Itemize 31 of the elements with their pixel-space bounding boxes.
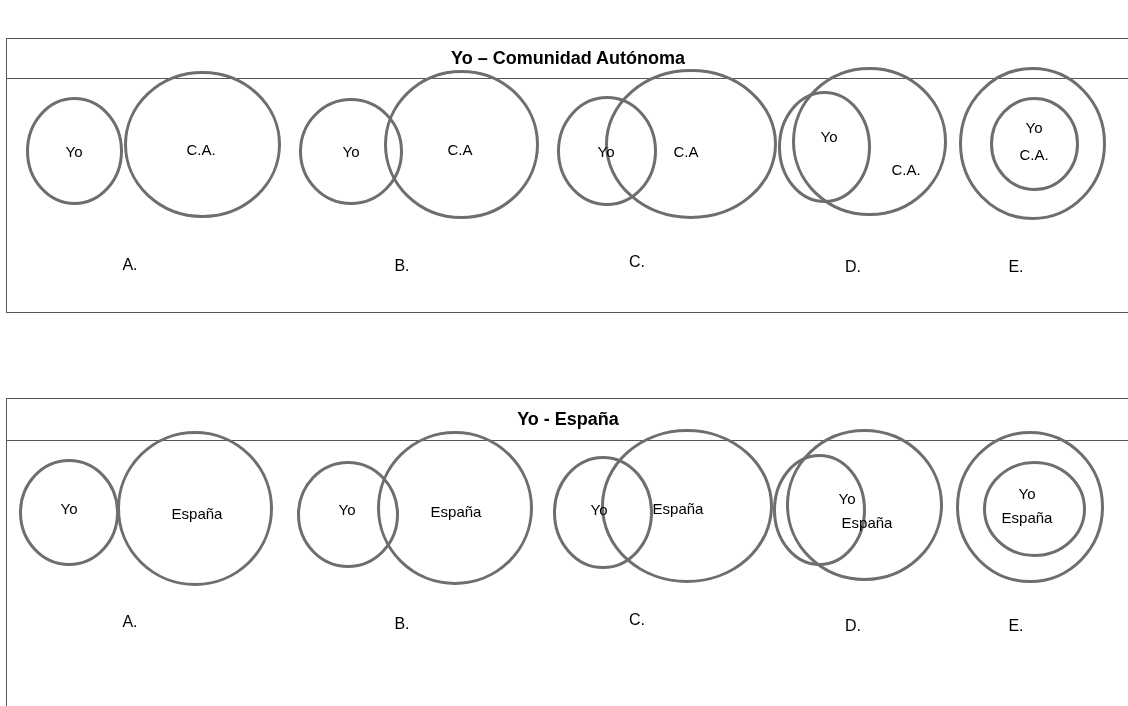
panel <box>6 398 1128 706</box>
option-letter: B. <box>394 257 410 275</box>
circle-label: Yo <box>342 142 360 160</box>
circle-label: España <box>171 504 223 522</box>
panel-title: Yo - España <box>7 399 1128 441</box>
circle-label: C.A <box>673 142 699 160</box>
circle-label: Yo <box>820 127 838 145</box>
option-letter: E. <box>1008 258 1024 276</box>
circle-label: C.A <box>447 140 473 158</box>
circle-label: C.A. <box>891 160 921 178</box>
option-letter: C. <box>629 611 645 629</box>
option-letter: D. <box>845 258 861 276</box>
circle-label: Yo <box>60 499 78 517</box>
option-letter: E. <box>1008 617 1024 635</box>
circle-label: España <box>652 499 704 517</box>
circle-label: C.A. <box>186 140 216 158</box>
circle-label: C.A. <box>1019 145 1049 163</box>
circle-label: Yo <box>338 500 356 518</box>
panel <box>6 38 1128 313</box>
option-letter: D. <box>845 617 861 635</box>
circle-label: Yo <box>1025 118 1043 136</box>
circle-label: Yo <box>1018 484 1036 502</box>
option-letter: C. <box>629 253 645 271</box>
circle-label: Yo <box>65 142 83 160</box>
option-letter: A. <box>122 256 138 274</box>
circle-label: Yo <box>838 489 856 507</box>
option-letter: A. <box>122 613 138 631</box>
panel-title: Yo – Comunidad Autónoma <box>7 39 1128 79</box>
option-letter: B. <box>394 615 410 633</box>
circle-label: España <box>430 502 482 520</box>
circle-label: España <box>1001 508 1053 526</box>
